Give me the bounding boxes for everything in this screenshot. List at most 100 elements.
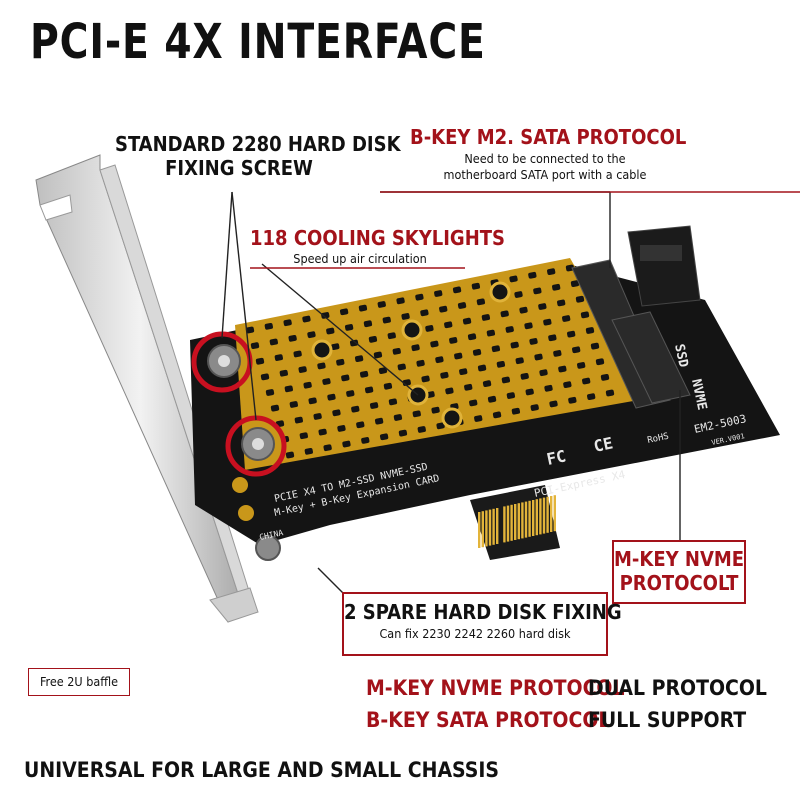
vent-hole bbox=[373, 351, 383, 359]
vent-hole bbox=[563, 381, 572, 389]
page-title: PCI-E 4X INTERFACE bbox=[30, 14, 486, 70]
vent-hole bbox=[332, 409, 341, 417]
vent-hole bbox=[538, 303, 547, 310]
vent-hole bbox=[284, 385, 293, 393]
vent-hole bbox=[514, 291, 523, 298]
gold-finger bbox=[510, 504, 513, 541]
m2-slots bbox=[571, 259, 691, 409]
gold-finger bbox=[539, 498, 542, 535]
silk-rohs: RoHS bbox=[647, 432, 670, 446]
vent-hole bbox=[567, 330, 576, 338]
vent-hole bbox=[587, 393, 596, 401]
vent-hole bbox=[289, 401, 298, 408]
vent-hole bbox=[304, 447, 313, 455]
silk-nvme: NVME bbox=[688, 378, 709, 412]
vent-hole bbox=[570, 280, 580, 287]
mkey-callout-line1: M-KEY NVME bbox=[614, 547, 745, 571]
vent-hole bbox=[565, 264, 575, 272]
vent-hole bbox=[435, 356, 444, 364]
vent-hole bbox=[548, 334, 557, 342]
bkey-callout-sub2: motherboard SATA port with a cable bbox=[443, 166, 647, 182]
vent-hole bbox=[255, 357, 265, 365]
vent-hole bbox=[331, 343, 340, 351]
vent-hole bbox=[415, 293, 424, 301]
vent-hole bbox=[387, 332, 396, 340]
vent-hole bbox=[368, 336, 378, 343]
vent-hole bbox=[337, 425, 346, 432]
vent-hole bbox=[486, 329, 496, 337]
vent-hole bbox=[361, 437, 370, 444]
vent-hole-round bbox=[311, 339, 333, 361]
mkey-callout-box: M-KEY NVME PROTOCOLT bbox=[612, 540, 746, 604]
vent-hole bbox=[575, 295, 585, 303]
vent-hole bbox=[379, 433, 389, 441]
underline-lines bbox=[250, 191, 800, 269]
vent-hole bbox=[294, 416, 303, 424]
gold-finger bbox=[496, 508, 499, 544]
vent-hole bbox=[481, 314, 491, 321]
vent-hole bbox=[374, 417, 384, 425]
gold-finger bbox=[542, 497, 546, 534]
vent-hole bbox=[420, 309, 429, 317]
vent-hole bbox=[426, 391, 435, 398]
vent-hole bbox=[469, 399, 478, 407]
vent-hole bbox=[322, 378, 331, 385]
gold-finger bbox=[535, 499, 538, 536]
vent-hole bbox=[245, 326, 255, 334]
vent-hole bbox=[449, 337, 458, 344]
gold-finger bbox=[517, 503, 520, 540]
vent-hole bbox=[543, 318, 552, 326]
vent-hole bbox=[501, 376, 511, 384]
vent-hole bbox=[285, 451, 295, 459]
vent-hole bbox=[342, 440, 351, 448]
cooling-vent-area bbox=[235, 258, 650, 470]
vent-hole-round bbox=[441, 407, 463, 429]
vent-hole bbox=[356, 421, 365, 429]
vent-hole bbox=[477, 364, 487, 372]
vent-hole bbox=[474, 415, 483, 422]
vent-hole bbox=[572, 346, 581, 354]
silk-fc: FC bbox=[545, 446, 568, 469]
spare-fixing-title: 2 SPARE HARD DISK FIXING bbox=[344, 600, 622, 624]
vent-hole bbox=[293, 350, 302, 358]
mkey-callout-line2: PROTOCOLT bbox=[619, 571, 739, 595]
vent-hole bbox=[491, 345, 501, 353]
dual-protocol-text: DUAL PROTOCOL bbox=[588, 676, 767, 700]
vent-hole bbox=[416, 359, 425, 367]
vent-hole bbox=[528, 271, 537, 279]
gold-finger bbox=[546, 496, 549, 533]
cooling-callout-sub: Speed up air circulation bbox=[293, 251, 427, 266]
vent-hole bbox=[472, 349, 482, 356]
vent-hole bbox=[457, 302, 467, 309]
bkey-protocol-text: B-KEY SATA PROTOCOL bbox=[366, 708, 611, 732]
vent-hole bbox=[397, 363, 406, 371]
vent-hole bbox=[500, 310, 509, 318]
vent-hole bbox=[496, 360, 506, 368]
vent-hole bbox=[393, 414, 403, 421]
vent-hole bbox=[529, 338, 538, 345]
gold-finger bbox=[485, 510, 488, 547]
screws bbox=[207, 344, 281, 561]
vent-hole bbox=[434, 290, 443, 297]
vent-hole bbox=[547, 268, 556, 276]
gold-finger bbox=[521, 502, 524, 539]
vent-hole bbox=[383, 382, 393, 390]
vent-hole bbox=[369, 402, 379, 409]
vent-hole bbox=[552, 283, 561, 291]
vent-hole bbox=[398, 429, 408, 437]
vent-hole bbox=[317, 362, 326, 370]
bkey-callout-sub1: Need to be connected to the bbox=[464, 151, 626, 166]
vent-hole bbox=[520, 372, 529, 380]
vent-hole bbox=[506, 392, 516, 399]
vent-hole bbox=[250, 342, 260, 349]
vent-hole bbox=[482, 380, 492, 387]
vent-hole bbox=[462, 317, 472, 325]
gold-finger bbox=[488, 509, 492, 546]
vent-hole bbox=[260, 373, 270, 381]
screw-callout: STANDARD 2280 HARD DISK FIXING SCREW bbox=[115, 132, 401, 180]
vent-hole bbox=[359, 370, 369, 378]
vent-hole bbox=[562, 315, 571, 322]
bkey-callout-title: B-KEY M2. SATA PROTOCOL bbox=[410, 125, 687, 149]
vent-hole bbox=[327, 393, 336, 401]
vent-hole bbox=[323, 444, 332, 452]
